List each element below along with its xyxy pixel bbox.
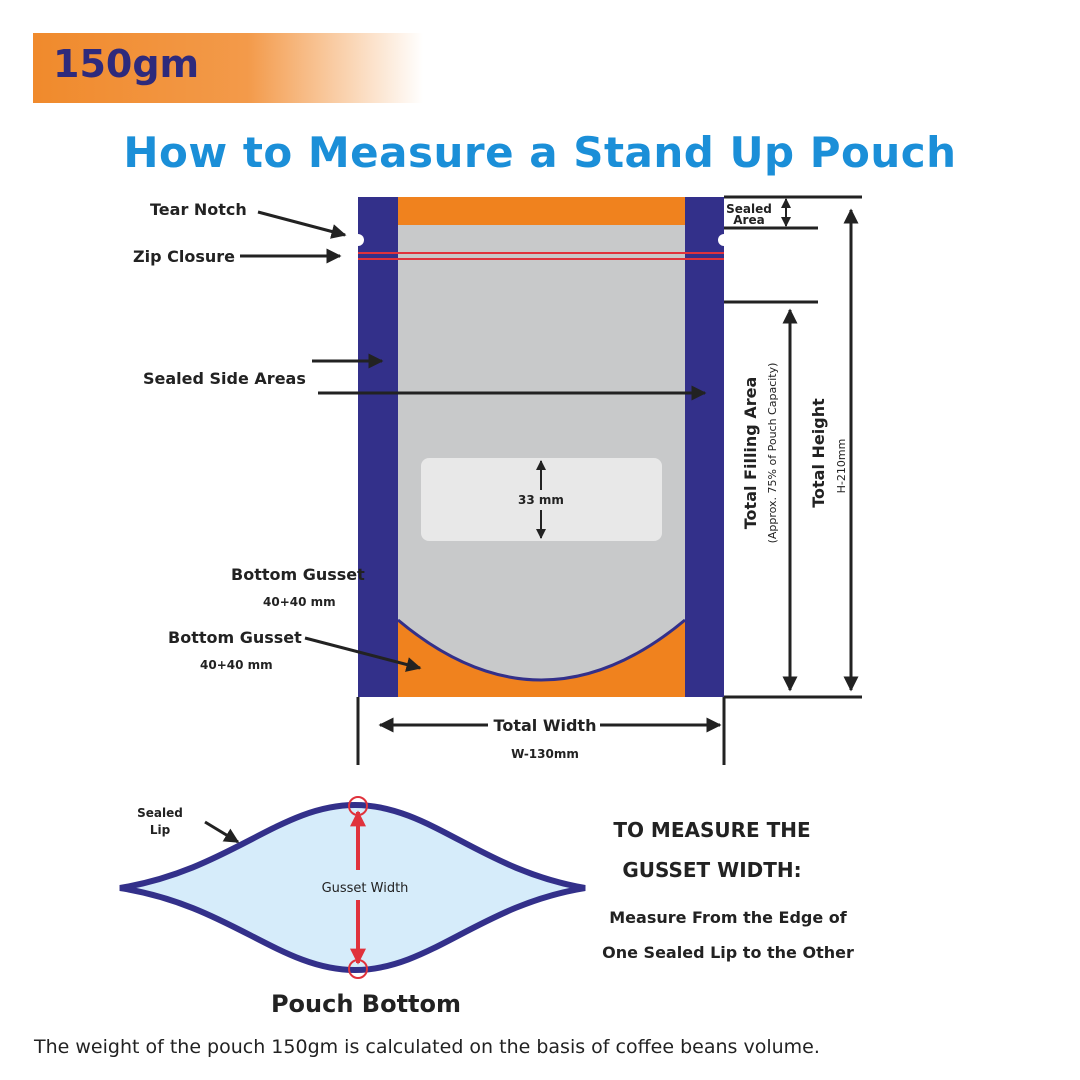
filling-note: (Approx. 75% of Pouch Capacity) (766, 363, 779, 544)
total-width-label: Total Width (494, 716, 597, 735)
tear-notch-left (352, 234, 364, 246)
height-value: H-210mm (835, 439, 848, 494)
arrow-icon (204, 820, 240, 844)
bottom-gusset-label-1: Bottom Gusset (231, 565, 365, 584)
gusset-instruction: Measure From the Edge of (609, 908, 848, 927)
pouch-front: 33 mm (352, 197, 730, 697)
sealed-side-areas-label: Sealed Side Areas (143, 369, 306, 388)
sealed-lip-label: Lip (150, 823, 171, 837)
tear-notch-right (718, 234, 730, 246)
bottom-gusset-label-2: Bottom Gusset (168, 628, 302, 647)
width-value: W-130mm (511, 747, 579, 761)
bottom-gusset-area (398, 620, 685, 697)
pouch-bottom-caption: Pouch Bottom (271, 990, 461, 1018)
sealed-area-label: Sealed (726, 202, 772, 216)
total-filling-area-label: Total Filling Area (741, 377, 760, 529)
gusset-width-label: Gusset Width (322, 881, 409, 896)
window (421, 458, 662, 541)
weight-badge: 150gm (33, 33, 423, 103)
zip-closure-label: Zip Closure (133, 247, 235, 266)
bottom-gusset-size-1: 40+40 mm (263, 595, 336, 609)
arrow-icon (257, 210, 347, 239)
gusset-instruction: One Sealed Lip to the Other (602, 943, 854, 962)
pouch-body (398, 197, 685, 697)
page-title: How to Measure a Stand Up Pouch (123, 128, 957, 177)
pouch-bottom-shape (119, 801, 586, 974)
footer-note: The weight of the pouch 150gm is calcula… (34, 1036, 820, 1058)
bottom-gusset-size-2: 40+40 mm (200, 658, 273, 672)
top-seal (398, 197, 685, 225)
sealed-area-label: Area (733, 213, 764, 227)
sealed-lip-label: Sealed (137, 806, 183, 820)
gusset-heading: GUSSET WIDTH: (622, 858, 801, 882)
weight-label: 150gm (53, 42, 200, 86)
total-height-label: Total Height (809, 398, 828, 508)
arrow-icon (304, 636, 422, 672)
tear-notch-label: Tear Notch (150, 200, 247, 219)
window-height-label: 33 mm (518, 493, 564, 507)
gusset-heading: TO MEASURE THE (613, 818, 810, 842)
